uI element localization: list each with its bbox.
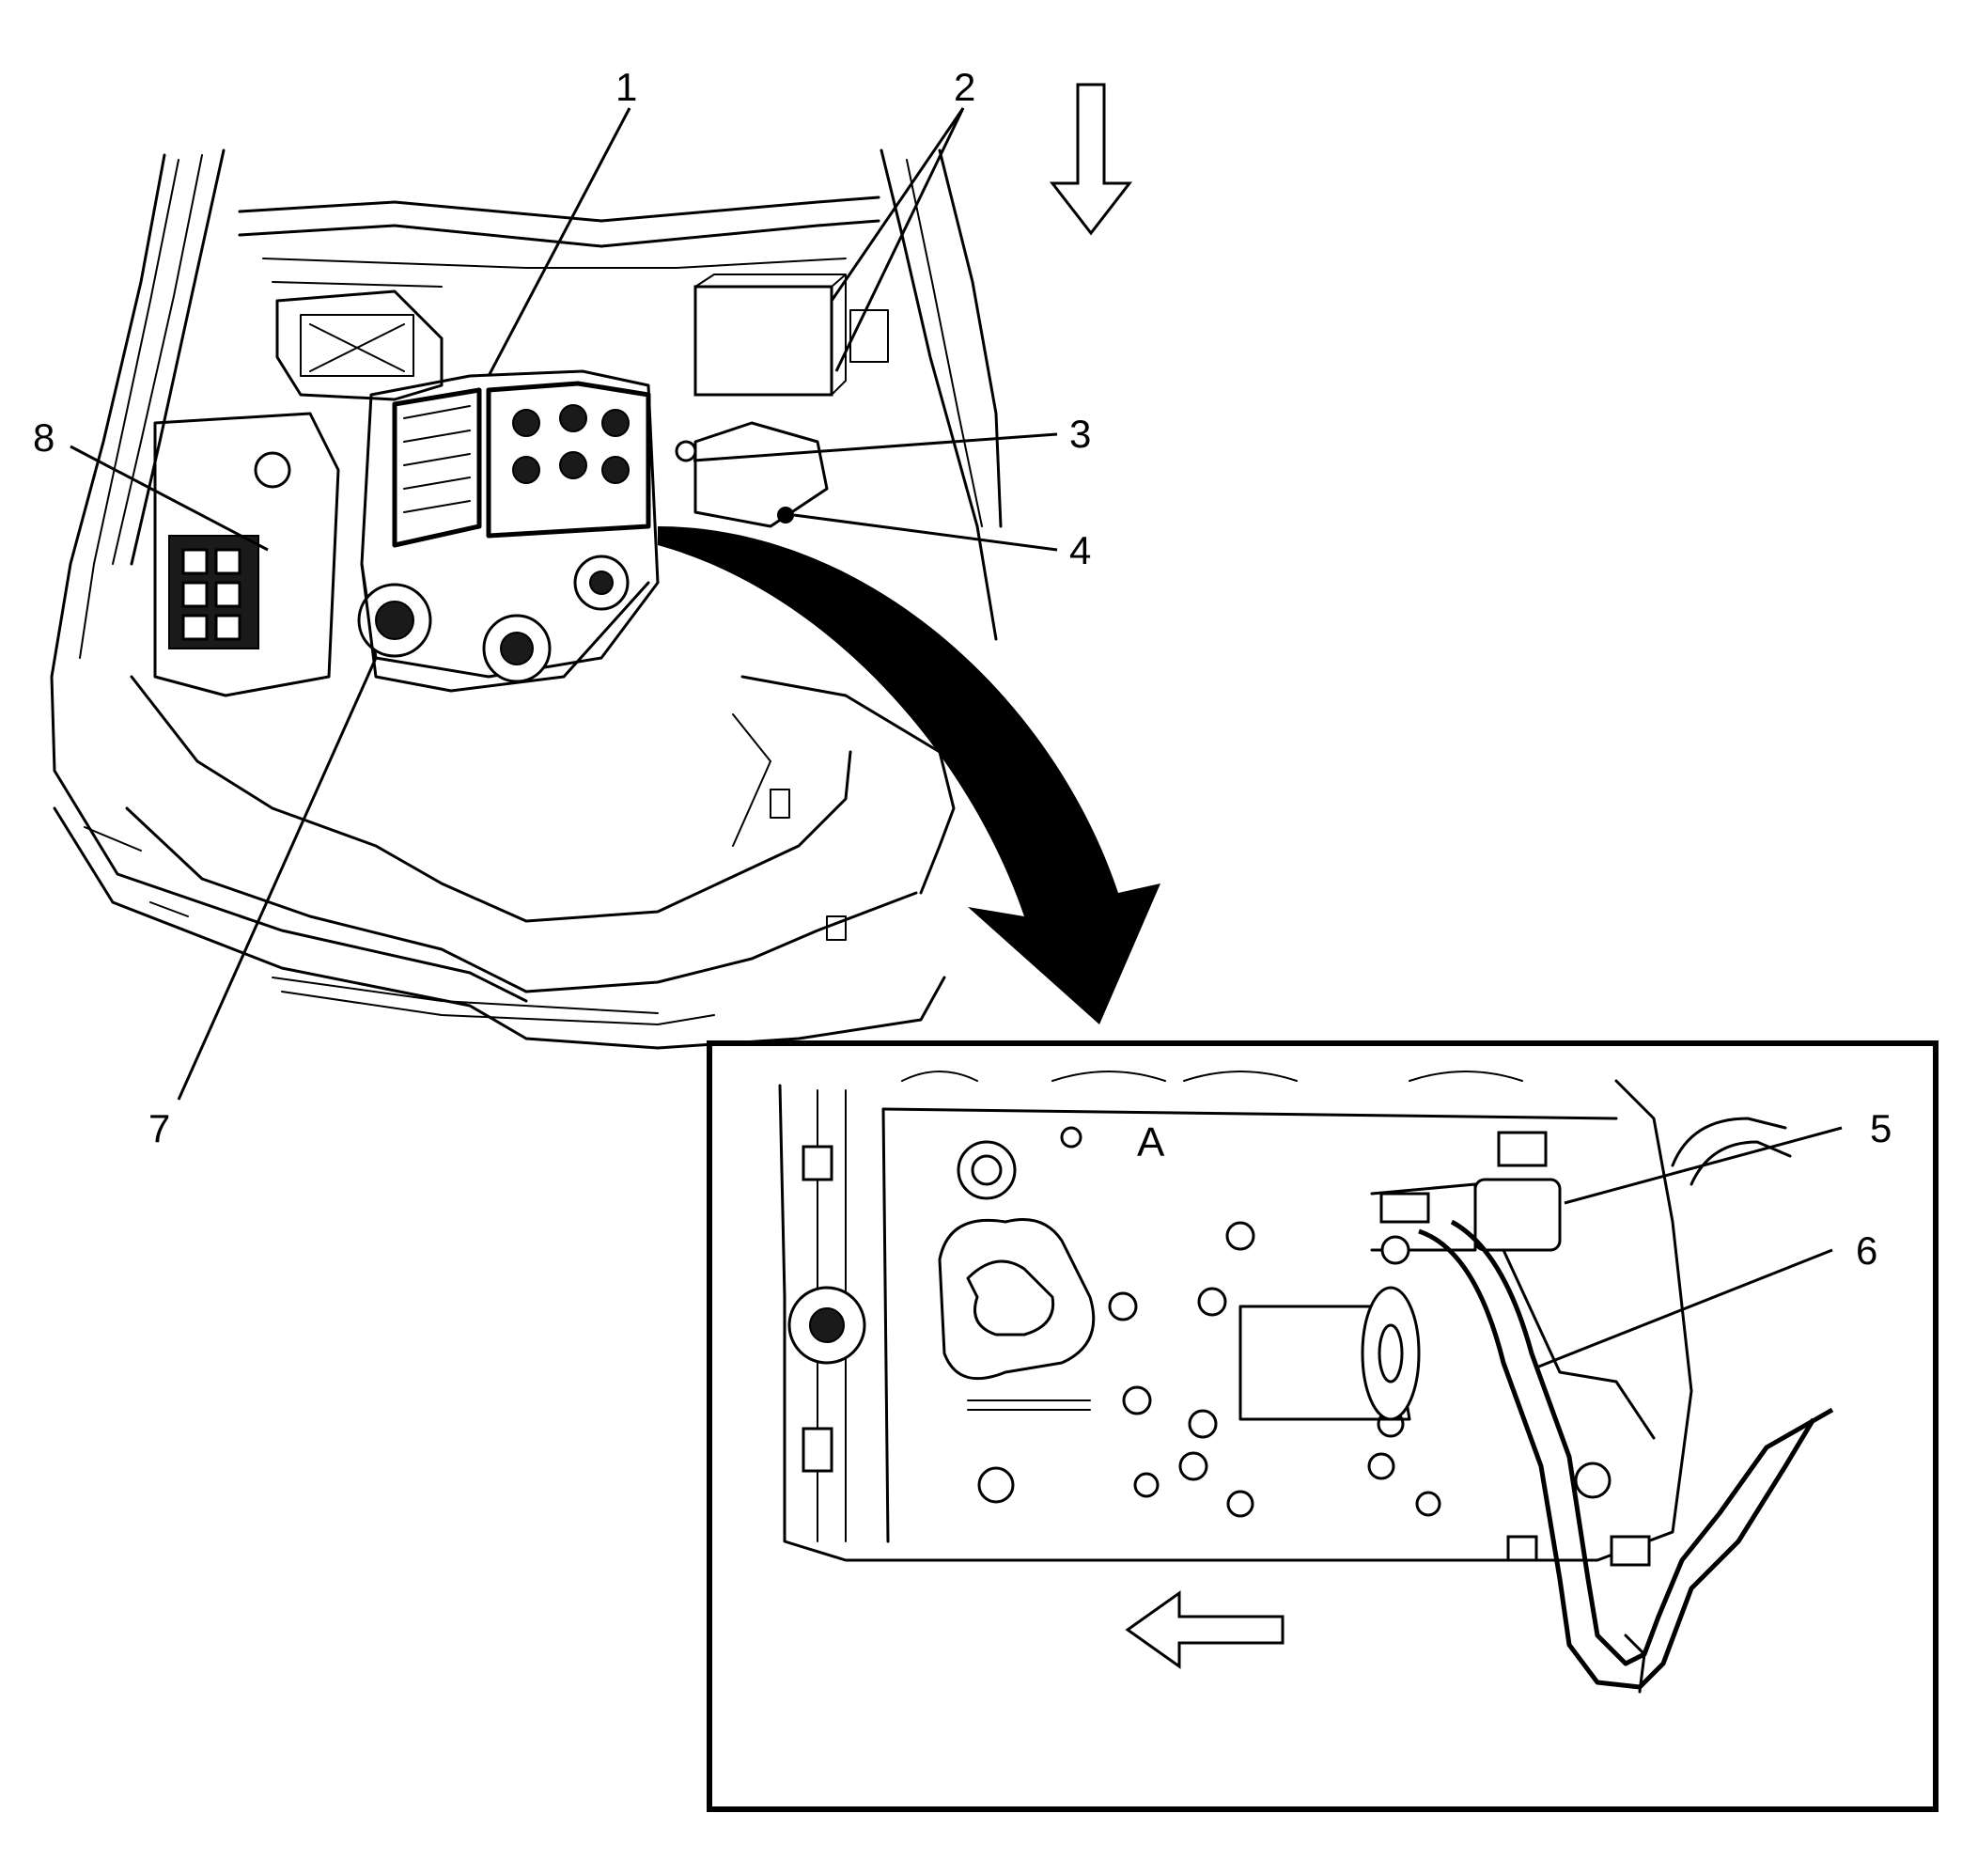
callout-8: 8: [33, 415, 54, 460]
callout-6: 6: [1856, 1228, 1877, 1273]
callout-4: 4: [1069, 528, 1091, 572]
vehicle-front-view: [50, 149, 1003, 1050]
detail-view-frame: [707, 1040, 1939, 1812]
direction-arrow-left-icon: [1125, 1590, 1285, 1669]
view-transition-arrow: [658, 526, 1160, 1024]
callout-5: 5: [1870, 1106, 1892, 1150]
callout-leaders: [70, 107, 1843, 1369]
callout-3: 3: [1069, 412, 1091, 456]
detail-view-letter: A: [1137, 1119, 1165, 1165]
direction-arrow-down-icon: [1049, 83, 1133, 236]
callout-7: 7: [148, 1106, 170, 1150]
callout-1: 1: [615, 65, 637, 109]
callout-2: 2: [954, 65, 975, 109]
detail-view-starter: [778, 1071, 1834, 1694]
